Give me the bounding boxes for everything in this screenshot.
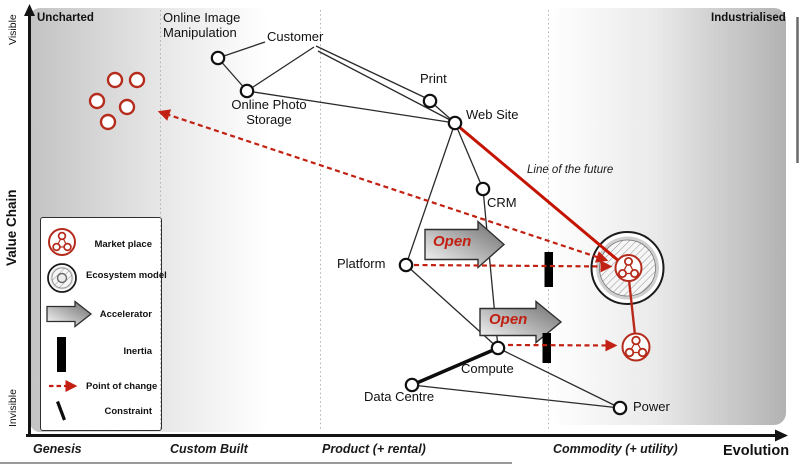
stage-commodity: Commodity (+ utility) (553, 442, 678, 456)
legend-label-constraint: Constraint (104, 406, 153, 417)
label-data-centre: Data Centre (364, 389, 435, 404)
legend-label-inertia: Inertia (123, 346, 152, 357)
uncharted-label: Uncharted (37, 12, 94, 24)
node-web-site (447, 115, 463, 131)
market-place-icon (48, 228, 76, 256)
stage-custom-built: Custom Built (170, 442, 248, 456)
node-platform (398, 257, 414, 273)
market-place-symbol-compute (621, 332, 651, 362)
component-nodes (210, 50, 628, 416)
open-label-compute: Open (489, 311, 528, 328)
accelerator-open-compute (479, 300, 563, 344)
node-data-centre (404, 377, 420, 393)
y-axis-visible-label: Visible (7, 14, 19, 45)
open-label-platform: Open (433, 233, 472, 250)
evolution-axis (26, 429, 788, 442)
point-of-change-arrows (157, 109, 618, 352)
label-online-image-manipulation: Online Image Manipulation (163, 10, 241, 40)
node-online-image-manipulation (210, 50, 226, 66)
inertia-icon (57, 337, 66, 372)
node-compute (490, 340, 506, 356)
label-power: Power (633, 399, 670, 414)
label-compute: Compute (461, 361, 514, 376)
stage-product: Product (+ rental) (322, 442, 426, 456)
label-online-photo-storage: Online Photo Storage (231, 97, 307, 127)
marketplace-connector-line (627, 279, 637, 336)
legend-label-accelerator: Accelerator (99, 309, 152, 320)
x-axis-title: Evolution (723, 443, 790, 459)
legend-label-point-of-change: Point of change (86, 381, 158, 392)
legend-label-ecosystem-model: Ecosystem model (86, 270, 167, 281)
constraint-edge (411, 346, 499, 387)
stage-genesis: Genesis (33, 442, 82, 456)
legend-label-market-place: Market place (94, 239, 152, 250)
label-platform: Platform (337, 256, 386, 271)
label-crm: CRM (487, 195, 517, 210)
inertia-bars (542, 252, 553, 363)
stage-boundary-lines (160, 10, 549, 431)
value-chain-axis (24, 4, 35, 436)
genesis-cluster-circles (88, 71, 146, 131)
label-print: Print (420, 71, 447, 86)
line-of-the-future-label: Line of the future (527, 164, 614, 176)
node-online-photo-storage (239, 83, 255, 99)
y-axis-invisible-label: Invisible (7, 389, 19, 427)
y-axis-title: Value Chain (4, 189, 19, 266)
node-power (612, 400, 628, 416)
ecosystem-model-icon (47, 263, 77, 293)
label-web-site: Web Site (466, 107, 519, 122)
label-customer: Customer (267, 29, 324, 44)
node-print (422, 93, 438, 109)
constraint-icon (56, 400, 66, 421)
accelerator-icon (46, 300, 93, 328)
industrialised-label: Industrialised (711, 12, 786, 24)
market-place-symbol-ecosystem (614, 254, 643, 282)
node-crm (475, 181, 491, 197)
